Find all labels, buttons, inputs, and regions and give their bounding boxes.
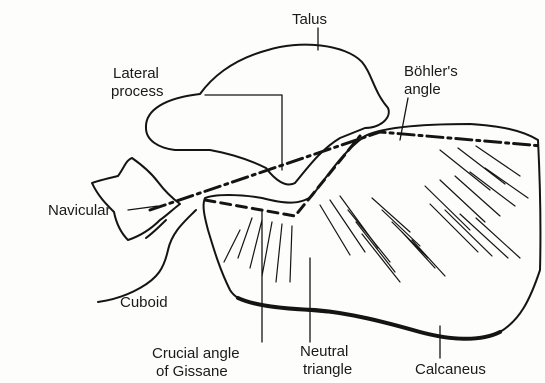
label-lateral-process-line1: Lateral bbox=[113, 65, 159, 82]
label-navicular: Navicular bbox=[48, 202, 111, 219]
label-calcaneus: Calcaneus bbox=[415, 361, 486, 378]
label-lateral-process-line2: process bbox=[111, 83, 164, 100]
label-neutral-triangle-line2: triangle bbox=[303, 361, 352, 378]
label-crucial-angle-line2: of Gissane bbox=[156, 363, 228, 380]
label-neutral-triangle-line1: Neutral bbox=[300, 343, 348, 360]
cuboid-bone bbox=[98, 210, 196, 302]
label-crucial-angle-line1: Crucial angle bbox=[152, 345, 240, 362]
calcaneus-bone bbox=[204, 124, 541, 340]
talus-bone bbox=[146, 45, 389, 185]
trabecular-lines bbox=[224, 146, 528, 282]
label-talus: Talus bbox=[292, 11, 327, 28]
label-bohlers-angle-line2: angle bbox=[404, 81, 441, 98]
label-bohlers-angle-line1: Böhler's bbox=[404, 63, 458, 80]
labels: Talus Lateral process Böhler's angle Nav… bbox=[48, 11, 486, 380]
label-cuboid: Cuboid bbox=[120, 294, 168, 311]
navicular-bone bbox=[92, 158, 180, 240]
bohlers-angle-lines bbox=[150, 132, 542, 210]
